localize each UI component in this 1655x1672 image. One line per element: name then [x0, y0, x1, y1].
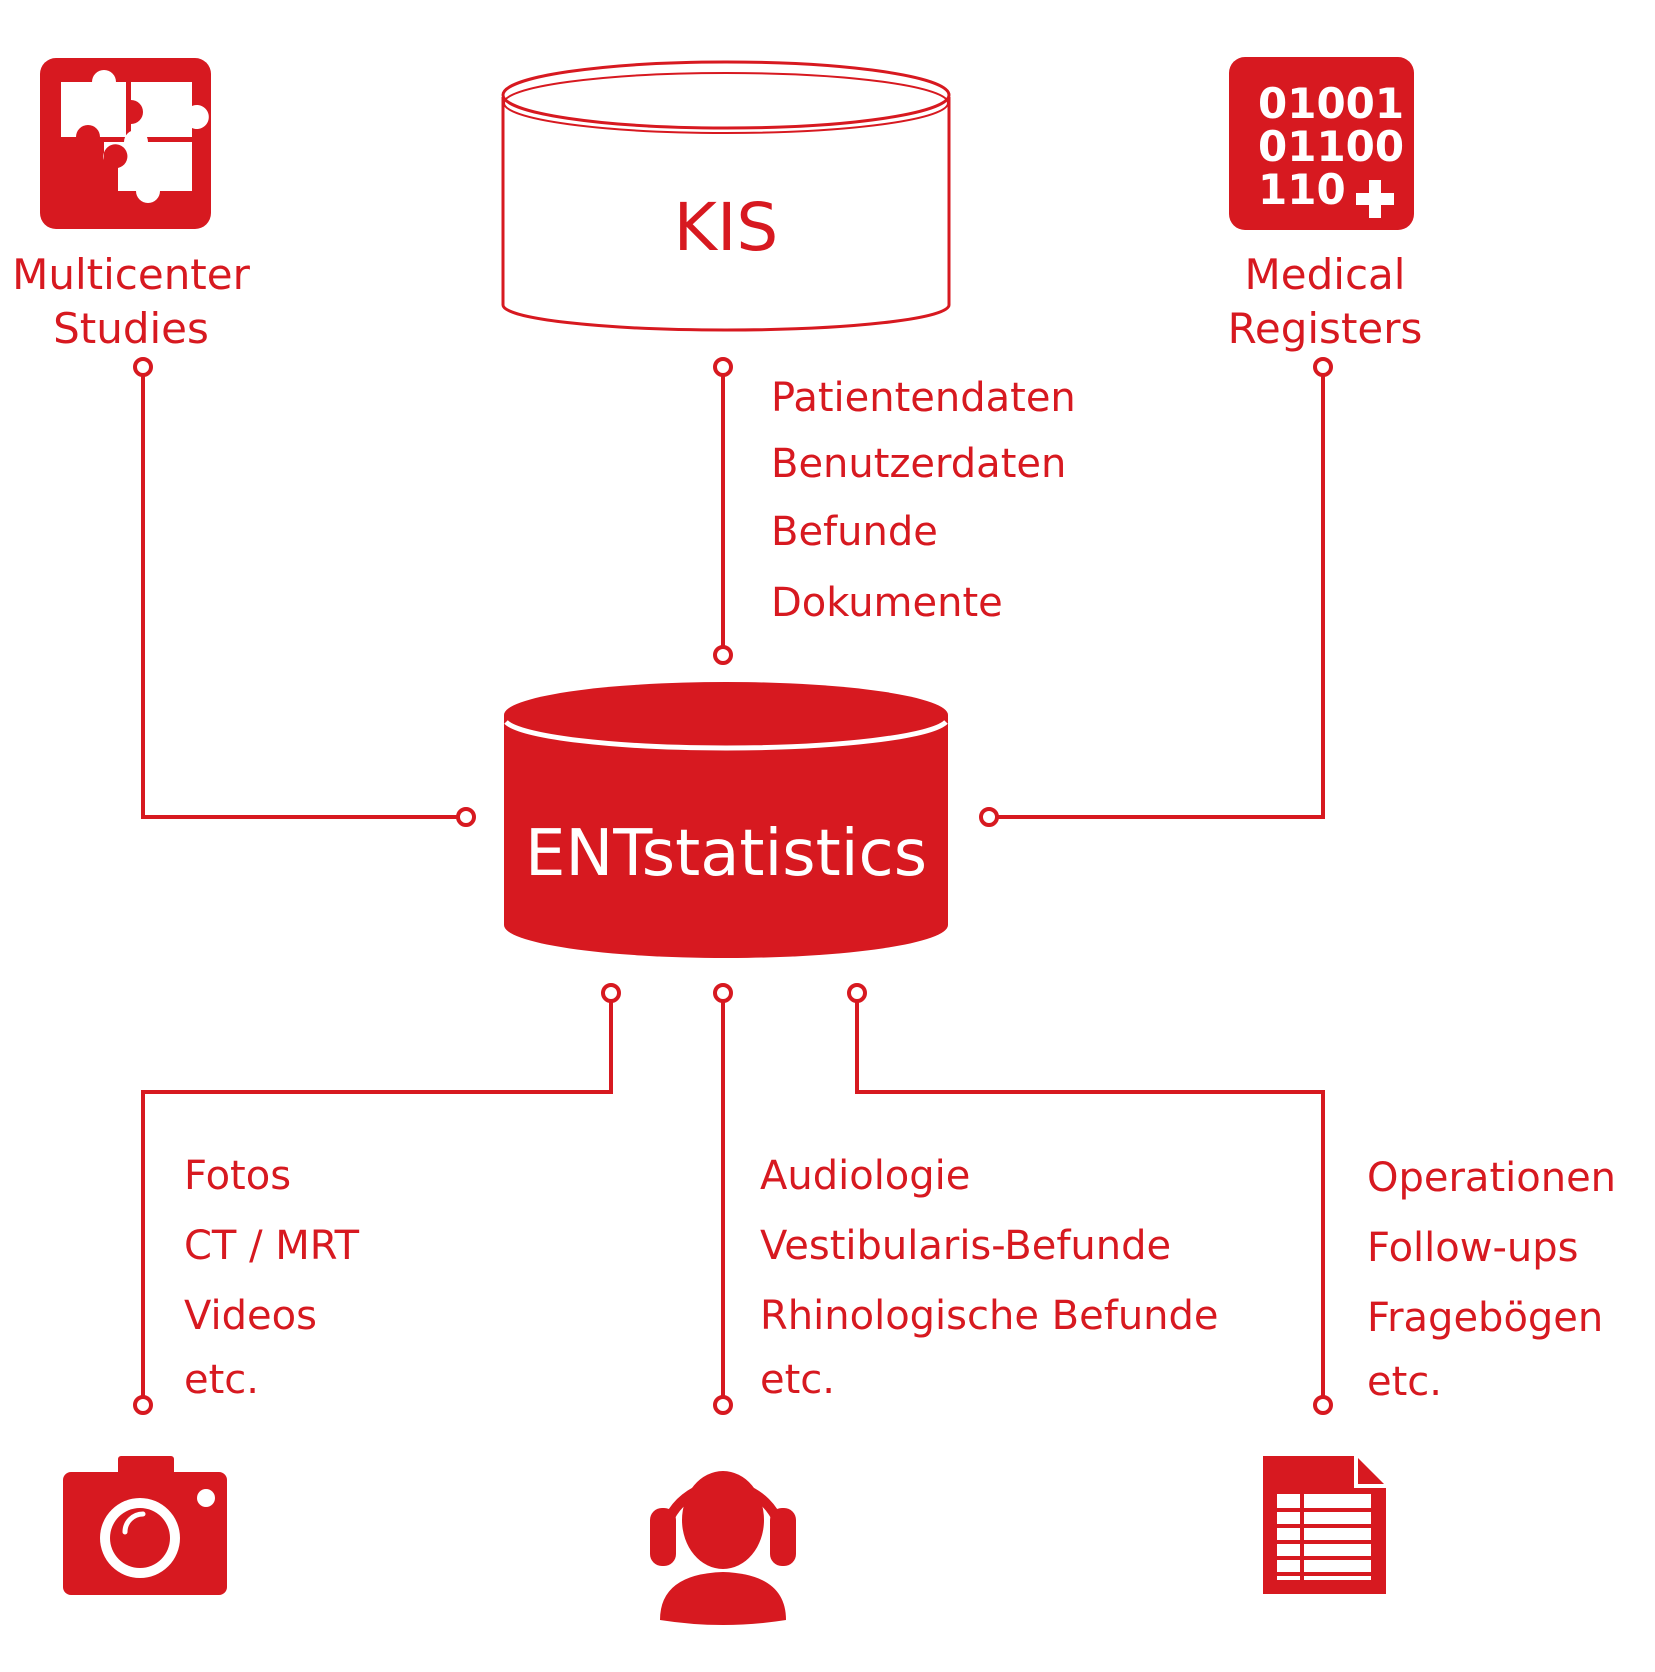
- binary-line-1: 01001: [1258, 79, 1404, 128]
- medical-registers-label-line2: Registers: [1228, 304, 1423, 353]
- multicenter-label-line1: Multicenter: [12, 250, 251, 299]
- list-item: Videos: [184, 1293, 317, 1339]
- list-item: etc.: [760, 1357, 835, 1403]
- list-item: Vestibularis-Befunde: [760, 1223, 1171, 1269]
- list-item: Audiologie: [760, 1153, 970, 1199]
- camera-icon: [63, 1456, 227, 1595]
- kis-data-list: Patientendaten Benutzerdaten Befunde Dok…: [771, 375, 1076, 626]
- entstatistics-label: ENTstatistics: [525, 817, 927, 891]
- puzzle-icon: [40, 58, 211, 229]
- list-item: Fotos: [184, 1153, 291, 1199]
- headset-person-icon: [650, 1471, 796, 1625]
- connector-multicenter: [141, 367, 466, 819]
- list-item: Operationen: [1367, 1155, 1616, 1201]
- binary-line-2: 01100: [1258, 122, 1404, 171]
- connector-imaging: [141, 993, 613, 1405]
- list-item: Befunde: [771, 509, 938, 555]
- document-table-icon: [1263, 1456, 1386, 1594]
- connector-documents: [855, 993, 1325, 1405]
- connector-dots: [133, 357, 1333, 1415]
- list-item: Follow-ups: [1367, 1225, 1578, 1271]
- multicenter-label-line2: Studies: [53, 304, 209, 353]
- connector-medical-registers: [989, 367, 1325, 819]
- list-item: Patientendaten: [771, 375, 1076, 421]
- plus-icon: [1356, 180, 1394, 218]
- kis-database: KIS: [501, 60, 951, 332]
- audiology-list: Audiologie Vestibularis-Befunde Rhinolog…: [760, 1153, 1219, 1403]
- kis-label: KIS: [674, 189, 779, 266]
- list-item: etc.: [184, 1357, 259, 1403]
- medical-registers-label-line1: Medical: [1245, 250, 1406, 299]
- list-item: Fragebögen: [1367, 1295, 1603, 1341]
- binary-medical-icon: 01001 01100 110: [1229, 57, 1414, 230]
- list-item: Dokumente: [771, 580, 1003, 626]
- list-item: Rhinologische Befunde: [760, 1293, 1219, 1339]
- list-item: Benutzerdaten: [771, 441, 1066, 487]
- list-item: etc.: [1367, 1359, 1442, 1405]
- imaging-list: Fotos CT / MRT Videos etc.: [184, 1153, 360, 1403]
- list-item: CT / MRT: [184, 1223, 360, 1269]
- documents-list: Operationen Follow-ups Fragebögen etc.: [1367, 1155, 1616, 1405]
- entstatistics-database: ENTstatistics: [504, 682, 948, 958]
- binary-line-3: 110: [1258, 165, 1346, 214]
